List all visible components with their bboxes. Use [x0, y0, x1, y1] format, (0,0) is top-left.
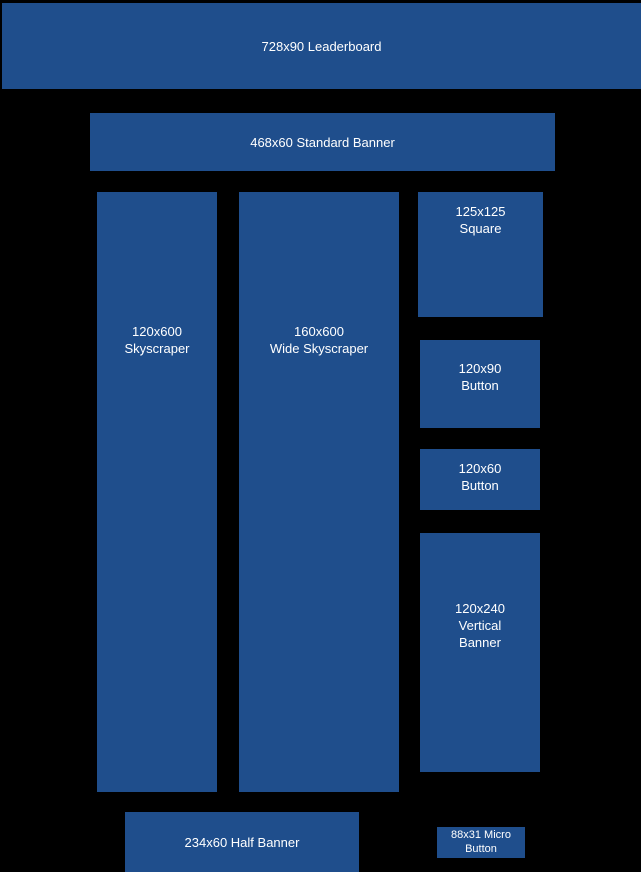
ad-box-label-line: Square	[459, 221, 502, 236]
ad-box-120x240-vertical-banner: 120x240 Vertical Banner	[420, 533, 540, 772]
ad-box-label-line: Skyscraper	[124, 341, 190, 356]
ad-box-label: 728x90 Leaderboard	[261, 38, 382, 54]
ad-box-label-line: 120x60	[458, 461, 502, 476]
ad-box-label-line: Button	[461, 378, 499, 393]
ad-box-label-line: Banner	[459, 635, 501, 650]
ad-box-label-line: Button	[465, 843, 497, 855]
ad-box-234x60-half-banner: 234x60 Half Banner	[125, 812, 359, 872]
ad-box-label-line: 160x600	[294, 324, 344, 339]
ad-box-label-line: 125x125	[455, 204, 506, 219]
ad-box-label-line: 88x31 Micro	[451, 829, 511, 841]
ad-box-468x60-standard-banner: 468x60 Standard Banner	[90, 113, 555, 171]
ad-box-label: 234x60 Half Banner	[184, 834, 300, 850]
ad-box-88x31-micro-button: 88x31 Micro Button	[437, 827, 525, 858]
ad-box-125x125-square: 125x125 Square	[418, 192, 543, 317]
ad-box-label-line: 120x90	[458, 361, 502, 376]
ad-box-728x90-leaderboard: 728x90 Leaderboard	[2, 3, 641, 89]
ad-box-label-line: 120x240	[455, 601, 505, 616]
ad-box-120x90-button: 120x90 Button	[420, 340, 540, 428]
ad-box-label-line: Vertical	[458, 618, 502, 633]
ad-box-160x600-wide-skyscraper: 160x600 Wide Skyscraper	[239, 192, 399, 792]
ad-box-label: 468x60 Standard Banner	[250, 134, 395, 150]
ad-box-label-line: Wide Skyscraper	[269, 341, 369, 356]
ad-box-label-line: Button	[461, 478, 499, 493]
ad-box-label-line: 120x600	[132, 324, 182, 339]
ad-box-120x60-button: 120x60 Button	[420, 449, 540, 510]
ad-box-120x600-skyscraper: 120x600 Skyscraper	[97, 192, 217, 792]
